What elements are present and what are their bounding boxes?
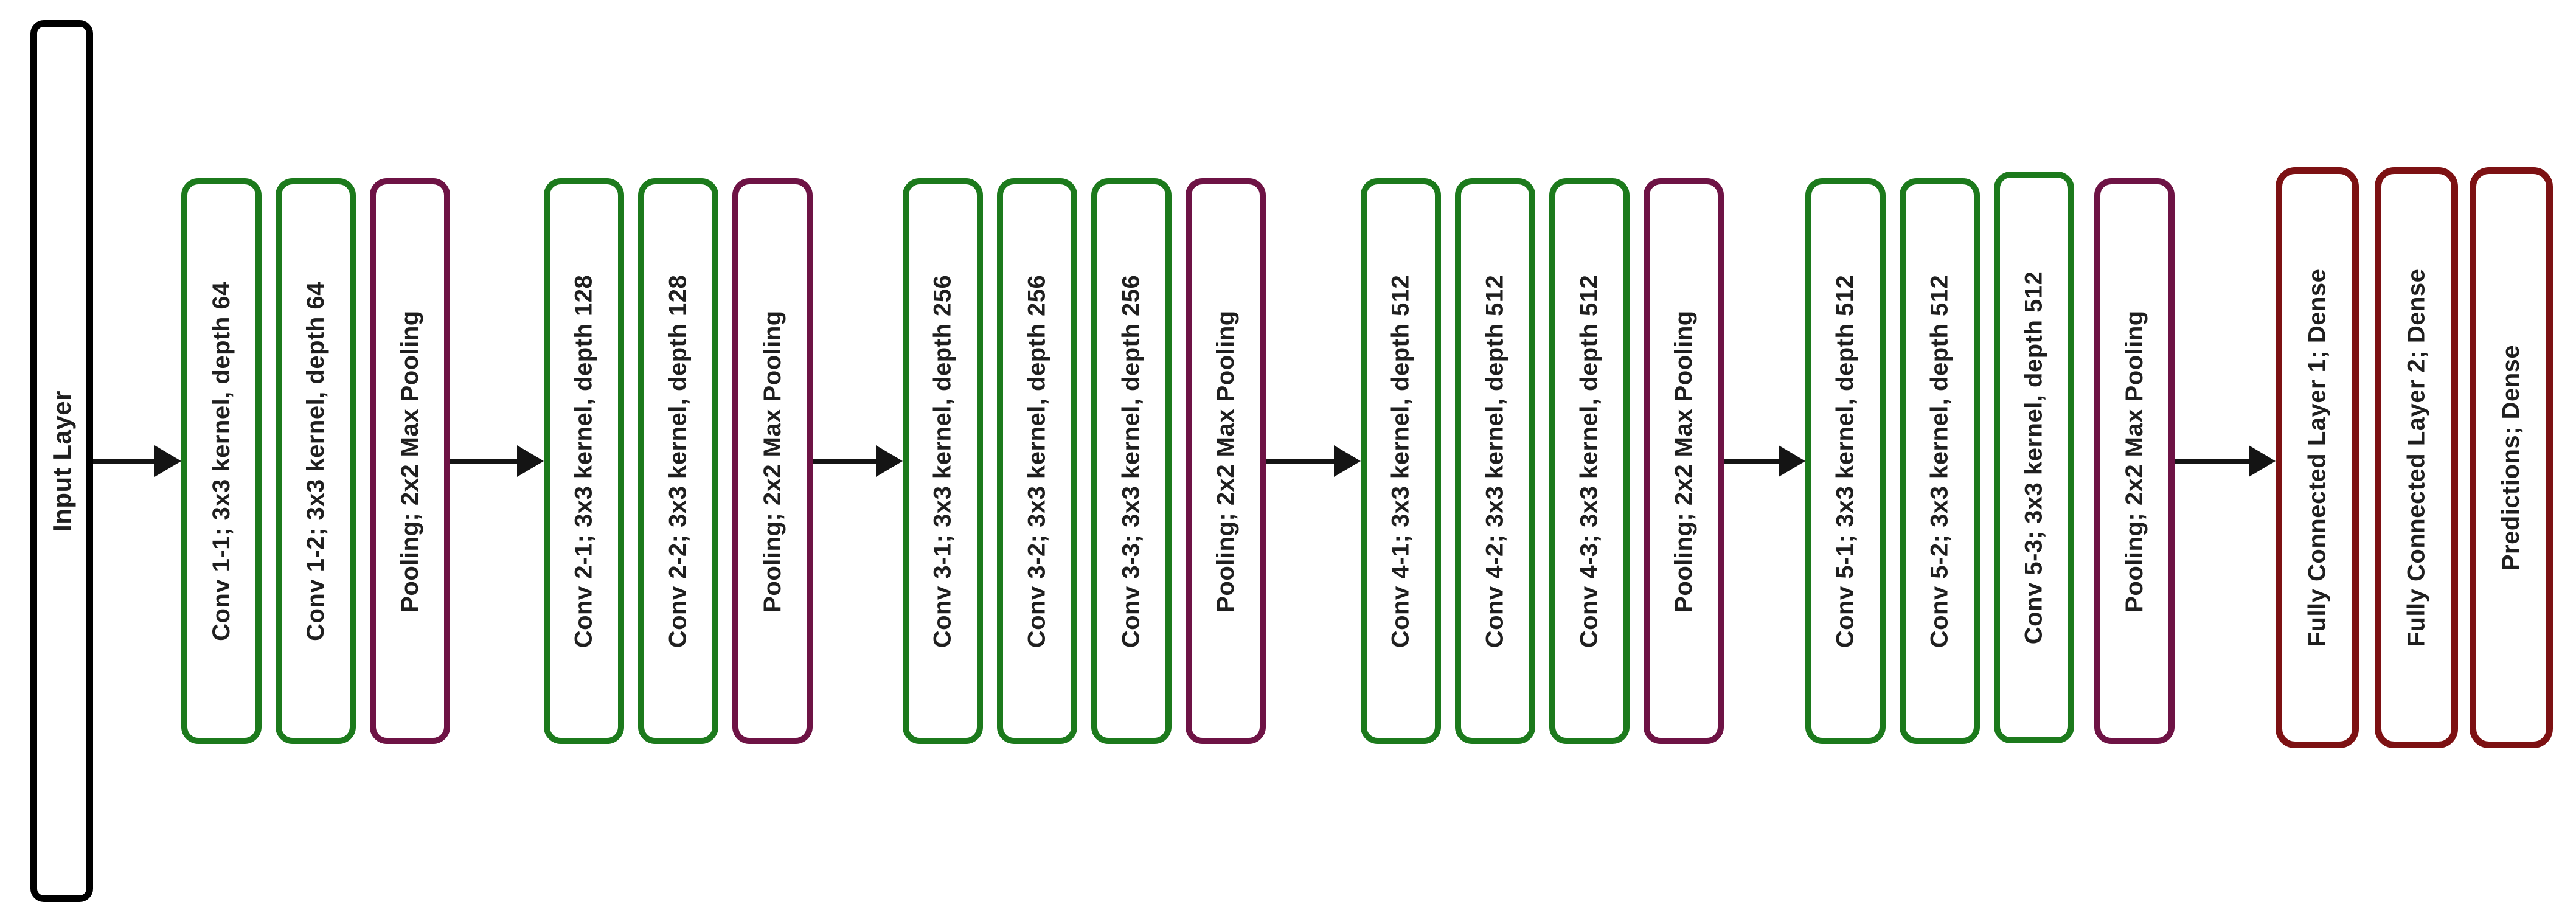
layer-label: Conv 2-1; 3x3 kernel, depth 128	[570, 274, 597, 648]
layer-box-conv: Conv 4-3; 3x3 kernel, depth 512	[1549, 178, 1630, 744]
layer-label: Conv 3-1; 3x3 kernel, depth 256	[929, 274, 956, 648]
layer-box-dense: Fully Connected Layer 2; Dense	[2375, 167, 2458, 748]
layer-label: Pooling; 2x2 Max Pooling	[396, 310, 423, 613]
flow-arrow-shaft	[450, 459, 521, 464]
input-layer-label: Input Layer	[47, 391, 76, 532]
layer-box-pool: Pooling; 2x2 Max Pooling	[2094, 178, 2175, 744]
flow-arrowhead-icon	[1334, 445, 1361, 477]
layer-box-conv: Conv 4-1; 3x3 kernel, depth 512	[1361, 178, 1441, 744]
flow-arrowhead-icon	[2249, 445, 2276, 477]
flow-arrowhead-icon	[876, 445, 903, 477]
input-layer-box: Input Layer	[30, 20, 93, 902]
layer-box-conv: Conv 5-2; 3x3 kernel, depth 512	[1900, 178, 1980, 744]
layer-label: Fully Connected Layer 2; Dense	[2403, 268, 2429, 647]
layer-label: Conv 2-2; 3x3 kernel, depth 128	[664, 274, 692, 648]
layer-box-conv: Conv 4-2; 3x3 kernel, depth 512	[1455, 178, 1535, 744]
layer-box-pool: Pooling; 2x2 Max Pooling	[732, 178, 813, 744]
layer-label: Conv 4-2; 3x3 kernel, depth 512	[1481, 274, 1508, 648]
layer-label: Conv 5-2; 3x3 kernel, depth 512	[1926, 274, 1953, 648]
layer-box-conv: Conv 5-1; 3x3 kernel, depth 512	[1805, 178, 1886, 744]
flow-arrowhead-icon	[517, 445, 544, 477]
layer-box-dense: Fully Connected Layer 1; Dense	[2276, 167, 2359, 748]
layer-label: Pooling; 2x2 Max Pooling	[759, 310, 786, 613]
flow-arrow-shaft	[2175, 459, 2252, 464]
flow-arrow-shaft	[813, 459, 880, 464]
layer-box-conv: Conv 1-1; 3x3 kernel, depth 64	[181, 178, 262, 744]
layer-box-pool: Pooling; 2x2 Max Pooling	[1186, 178, 1266, 744]
layer-label: Conv 3-2; 3x3 kernel, depth 256	[1023, 274, 1050, 648]
layer-label: Fully Connected Layer 1; Dense	[2303, 268, 2330, 647]
layer-box-conv: Conv 2-2; 3x3 kernel, depth 128	[638, 178, 718, 744]
flow-arrowhead-icon	[154, 445, 181, 477]
layer-box-dense: Predictions; Dense	[2470, 167, 2553, 748]
layer-box-pool: Pooling; 2x2 Max Pooling	[370, 178, 450, 744]
layer-label: Pooling; 2x2 Max Pooling	[1670, 310, 1697, 613]
flow-arrow-shaft	[1266, 459, 1338, 464]
layer-box-conv: Conv 3-1; 3x3 kernel, depth 256	[903, 178, 983, 744]
layer-label: Conv 3-3; 3x3 kernel, depth 256	[1117, 274, 1145, 648]
layer-label: Conv 5-3; 3x3 kernel, depth 512	[2020, 271, 2047, 644]
layer-box-conv: Conv 3-3; 3x3 kernel, depth 256	[1091, 178, 1172, 744]
layer-label: Conv 5-1; 3x3 kernel, depth 512	[1831, 274, 1859, 648]
layer-box-conv: Conv 5-3; 3x3 kernel, depth 512	[1994, 172, 2074, 743]
layer-box-conv: Conv 2-1; 3x3 kernel, depth 128	[544, 178, 624, 744]
layer-box-conv: Conv 3-2; 3x3 kernel, depth 256	[997, 178, 1077, 744]
layer-label: Conv 1-1; 3x3 kernel, depth 64	[207, 281, 235, 641]
flow-arrow-shaft	[93, 459, 158, 464]
layer-label: Pooling; 2x2 Max Pooling	[1212, 310, 1239, 613]
layer-label: Conv 4-1; 3x3 kernel, depth 512	[1387, 274, 1414, 648]
layer-label: Conv 4-3; 3x3 kernel, depth 512	[1575, 274, 1603, 648]
flow-arrowhead-icon	[1779, 445, 1805, 477]
layer-box-pool: Pooling; 2x2 Max Pooling	[1644, 178, 1724, 744]
layer-box-conv: Conv 1-2; 3x3 kernel, depth 64	[276, 178, 356, 744]
flow-arrow-shaft	[1724, 459, 1782, 464]
layer-label: Pooling; 2x2 Max Pooling	[2120, 310, 2148, 613]
layer-label: Conv 1-2; 3x3 kernel, depth 64	[302, 281, 329, 641]
layer-label: Predictions; Dense	[2498, 344, 2525, 571]
